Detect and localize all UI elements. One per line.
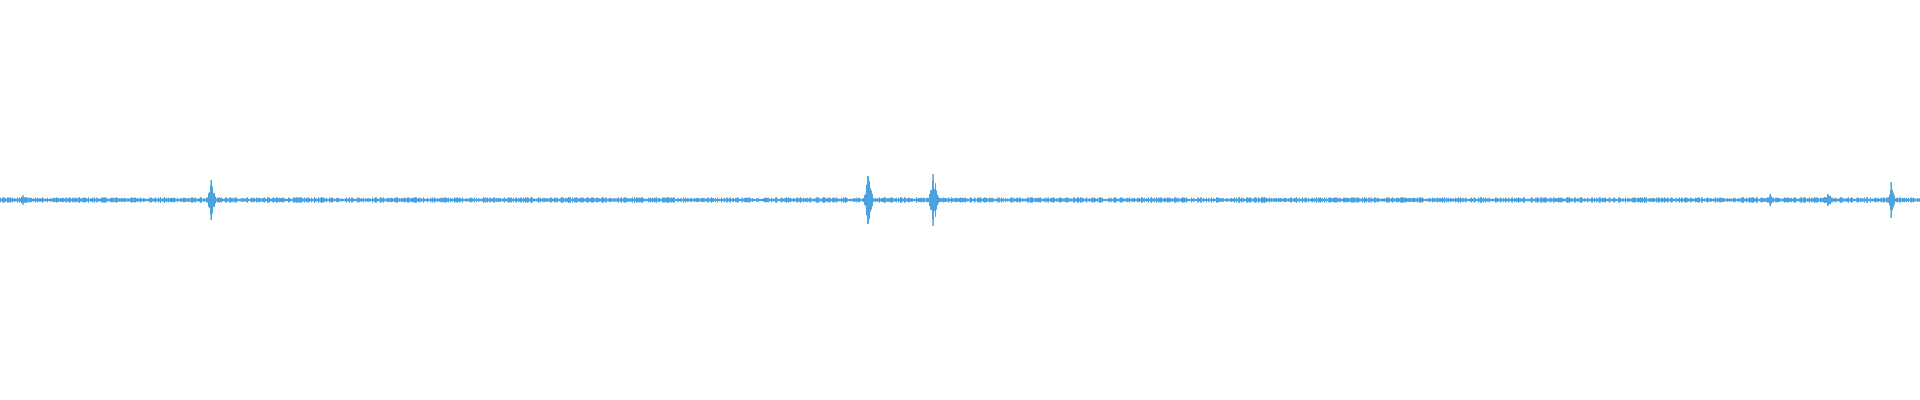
waveform-signal [0,176,1920,224]
waveform-track [0,174,1920,226]
